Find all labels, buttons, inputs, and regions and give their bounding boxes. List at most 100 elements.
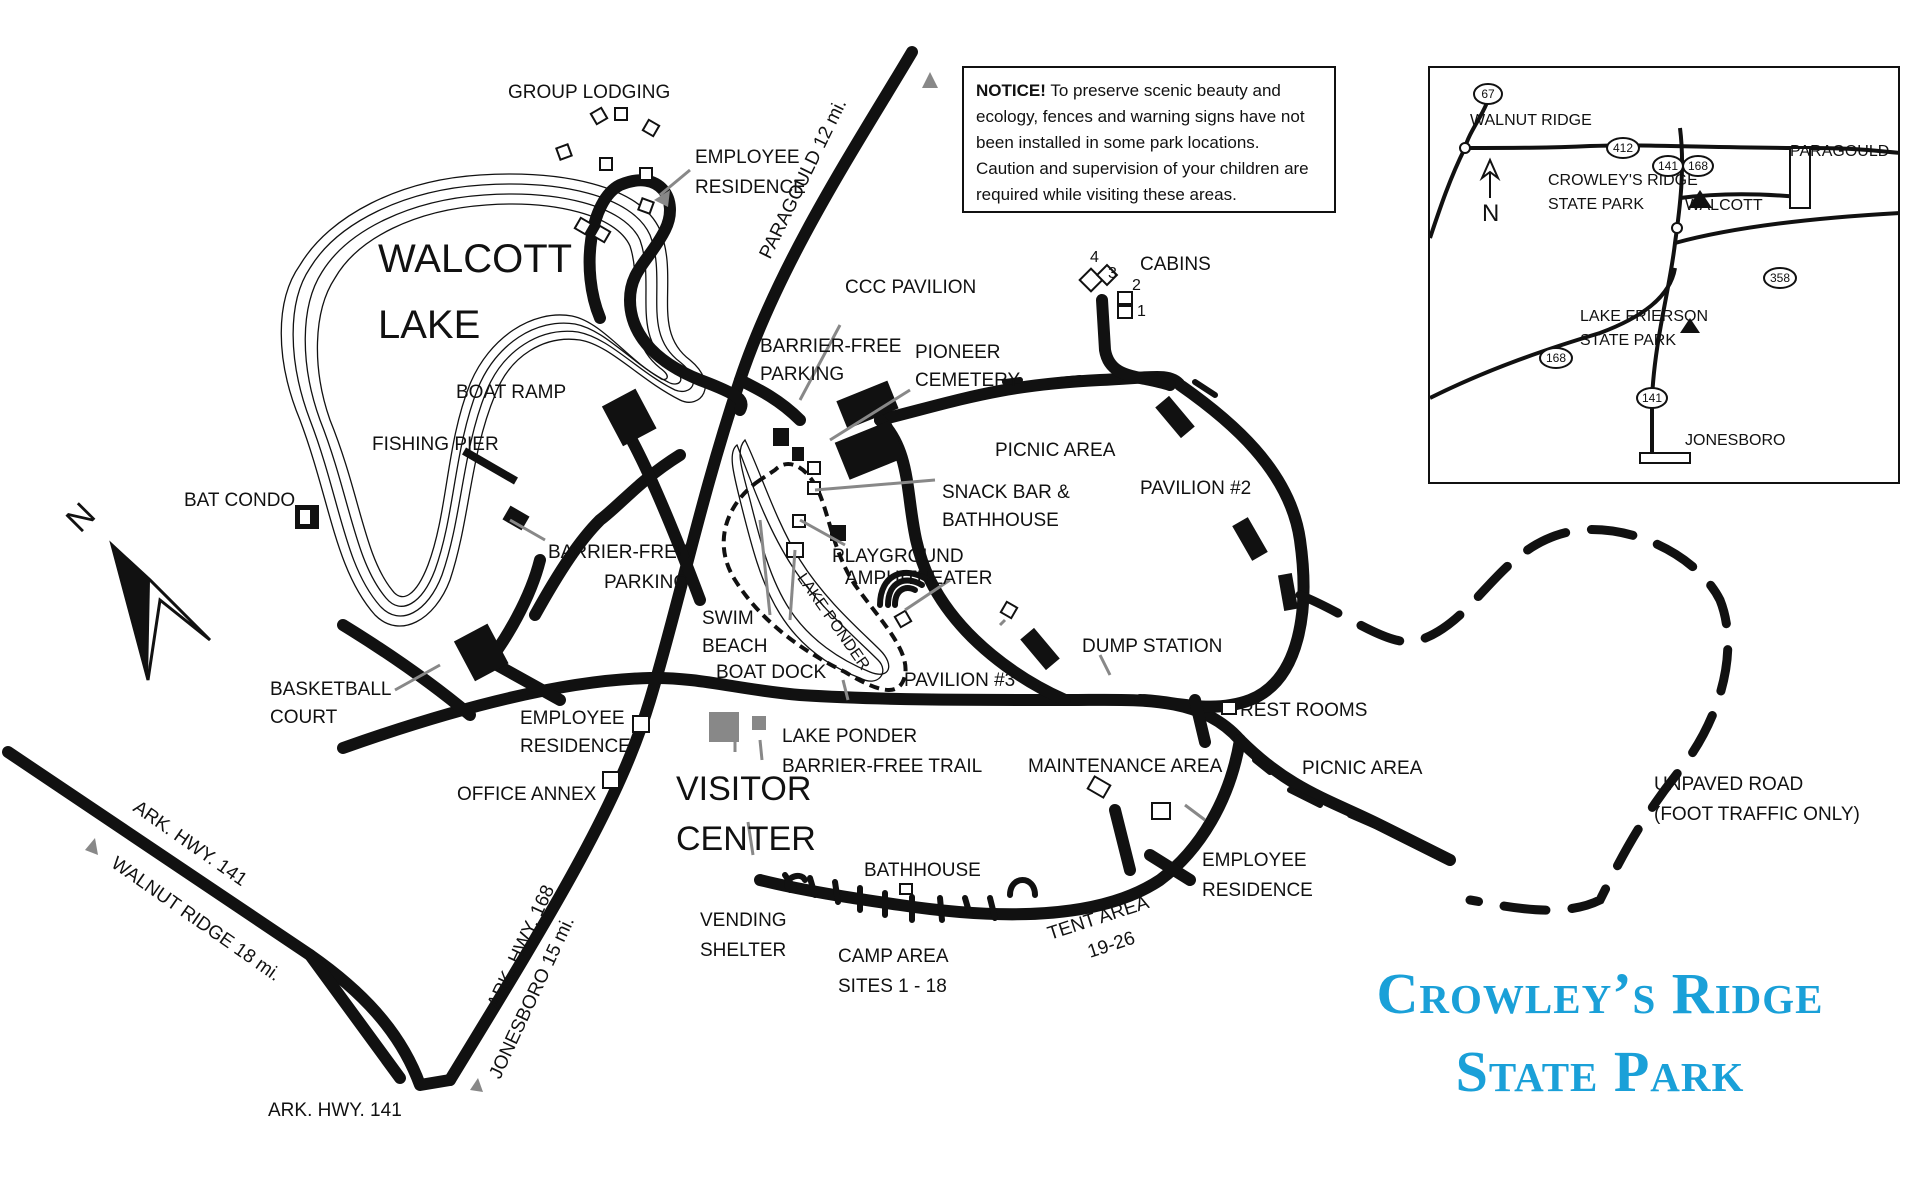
barrier-free-parking-1-label-a: BARRIER-FREE (760, 336, 901, 357)
basketball-label-b: COURT (270, 707, 338, 728)
cabin-1-label: 1 (1137, 303, 1146, 320)
inset-road-358[interactable] (1674, 211, 1901, 245)
unpaved-road[interactable] (1295, 525, 1733, 915)
visitor-center-label-b: CENTER (676, 820, 816, 858)
employee-residence-1-label-a: EMPLOYEE (695, 147, 800, 168)
rest-rooms-label: REST ROOMS (1240, 700, 1367, 721)
picnic-area-2-label: PICNIC AREA (1302, 758, 1423, 779)
paragould-city (1789, 147, 1811, 209)
amphitheater-symbol (877, 569, 931, 608)
camp-area-label-a: CAMP AREA (838, 946, 949, 967)
camp-sites (782, 872, 1038, 923)
inset-road-412[interactable] (1464, 143, 1901, 155)
basketball-label-a: BASKETBALL (270, 679, 391, 700)
snack-bar-label-a: SNACK BAR & (942, 482, 1070, 503)
playground-label: PLAYGROUND (832, 546, 964, 567)
pavilion-2-label: PAVILION #2 (1140, 478, 1251, 499)
pioneer-cemetery-label-a: PIONEER (915, 342, 1001, 363)
cabin-2-label: 2 (1132, 277, 1141, 294)
inset-shield-358: 358 (1770, 271, 1790, 285)
north-arrow: N (59, 496, 212, 681)
leader-arrows (85, 72, 1206, 1092)
swim-beach-label-b: BEACH (702, 636, 767, 657)
crowleys-ridge-marker (1688, 190, 1712, 208)
vending-shelter-label-a: VENDING (700, 910, 787, 931)
office-annex-label: OFFICE ANNEX (457, 784, 597, 805)
employee-residence-3-label-a: EMPLOYEE (1202, 850, 1307, 871)
park-title: Crowley’s Ridge State Park (1300, 955, 1900, 1111)
employee-residence-1-label-b: RESIDENCE (695, 177, 806, 198)
walcott-lake-label-1: WALCOTT (378, 237, 572, 281)
barrier-free-parking-2-label-b: PARKING (604, 572, 688, 593)
notice-box: NOTICE! To preserve scenic beauty and ec… (962, 66, 1336, 213)
park-main-road[interactable] (337, 671, 1246, 754)
picnic-area-1-label: PICNIC AREA (995, 440, 1116, 461)
unpaved-road-label-a: UNPAVED ROAD (1654, 774, 1803, 795)
inset-label-walnut-ridge: WALNUT RIDGE (1470, 112, 1592, 129)
inset-shield-168b: 168 (1546, 351, 1566, 365)
inset-map-drawing: WALNUT RIDGE CROWLEY'S RIDGE STATE PARK … (1428, 83, 1901, 464)
solid-buildings (295, 380, 1299, 742)
inset-road-168-west[interactable] (1429, 267, 1677, 400)
inset-label-crowleys-a: CROWLEY'S RIDGE (1548, 172, 1698, 189)
camp-area-label-b: SITES 1 - 18 (838, 976, 947, 997)
inset-map: WALNUT RIDGE CROWLEY'S RIDGE STATE PARK … (1428, 66, 1901, 484)
ccc-pavilion-label: CCC PAVILION (845, 277, 976, 298)
snack-bar-label-b: BATHHOUSE (942, 510, 1059, 531)
cabin-3-label: 3 (1108, 265, 1117, 282)
inset-shield-141b: 141 (1642, 391, 1662, 405)
cabin-4-label: 4 (1090, 249, 1099, 266)
inset-road-67[interactable] (1428, 87, 1492, 239)
inset-label-crowleys-b: STATE PARK (1548, 196, 1644, 213)
inset-shield-67: 67 (1481, 87, 1495, 101)
bat-condo-label: BAT CONDO (184, 490, 295, 511)
employee-residence-2-label-a: EMPLOYEE (520, 708, 625, 729)
park-title-line-2: State Park (1455, 1039, 1745, 1104)
swim-beach-label-a: SWIM (702, 608, 754, 629)
pioneer-cemetery-label-b: CEMETERY (915, 370, 1021, 391)
employee-residence-3-label-b: RESIDENCE (1202, 880, 1313, 901)
boat-ramp-label: BOAT RAMP (456, 382, 566, 403)
barrier-free-parking-2-label-a: BARRIER-FREE (548, 542, 689, 563)
lake-frierson-marker (1680, 318, 1700, 333)
inset-north-arrow (1479, 157, 1501, 182)
inset-label-lake-frierson-a: LAKE FRIERSON (1580, 308, 1708, 325)
inset-label-walcott: WALCOTT (1685, 197, 1763, 214)
lake-ponder-trail[interactable] (721, 462, 908, 692)
amphitheater-label: AMPHITHEATER (845, 568, 992, 589)
walcott-lake-label-2: LAKE (378, 303, 480, 347)
jonesboro-city (1639, 452, 1691, 464)
dump-station-label: DUMP STATION (1082, 636, 1222, 657)
inset-label-north: N (1482, 200, 1499, 227)
inset-shield-168a: 168 (1688, 159, 1708, 173)
bathhouse-label: BATHHOUSE (864, 860, 981, 881)
walcott-lake (280, 173, 706, 627)
vending-shelter-label-b: SHELTER (700, 940, 786, 961)
park-title-line-1: Crowley’s Ridge (1376, 961, 1824, 1026)
barrier-free-parking-1-label-b: PARKING (760, 364, 844, 385)
north-label: N (59, 496, 103, 540)
inset-shield-141a: 141 (1658, 159, 1678, 173)
picnic-road-marks (1002, 375, 1383, 831)
pavilion-3-label: PAVILION #3 (904, 670, 1015, 691)
walcott-dot (1671, 222, 1683, 234)
inset-label-paragould: PARAGOULD (1790, 143, 1889, 160)
ark-hwy-141-label-b: ARK. HWY. 141 (268, 1100, 402, 1121)
ark-hwy-141-west[interactable] (2, 746, 456, 1091)
fishing-pier-label: FISHING PIER (372, 434, 499, 455)
maintenance-area-label: MAINTENANCE AREA (1028, 756, 1223, 777)
unpaved-road-label-b: (FOOT TRAFFIC ONLY) (1654, 804, 1860, 825)
inset-label-jonesboro: JONESBORO (1685, 432, 1785, 449)
employee-residence-2-label-b: RESIDENCE (520, 736, 631, 757)
park-roads (337, 174, 1456, 921)
lake-ponder-trail-label-a: LAKE PONDER (782, 726, 917, 747)
inset-label-lake-frierson-b: STATE PARK (1580, 332, 1676, 349)
group-lodging-label: GROUP LODGING (508, 82, 670, 103)
walnut-ridge-dot (1459, 142, 1471, 154)
lake-ponder-trail-label-b: BARRIER-FREE TRAIL (782, 756, 982, 777)
cabins-label: CABINS (1140, 254, 1211, 275)
tent-area-label-b: 19-26 (1085, 928, 1138, 963)
boat-dock-label: BOAT DOCK (716, 662, 826, 683)
buildings (555, 106, 1237, 895)
